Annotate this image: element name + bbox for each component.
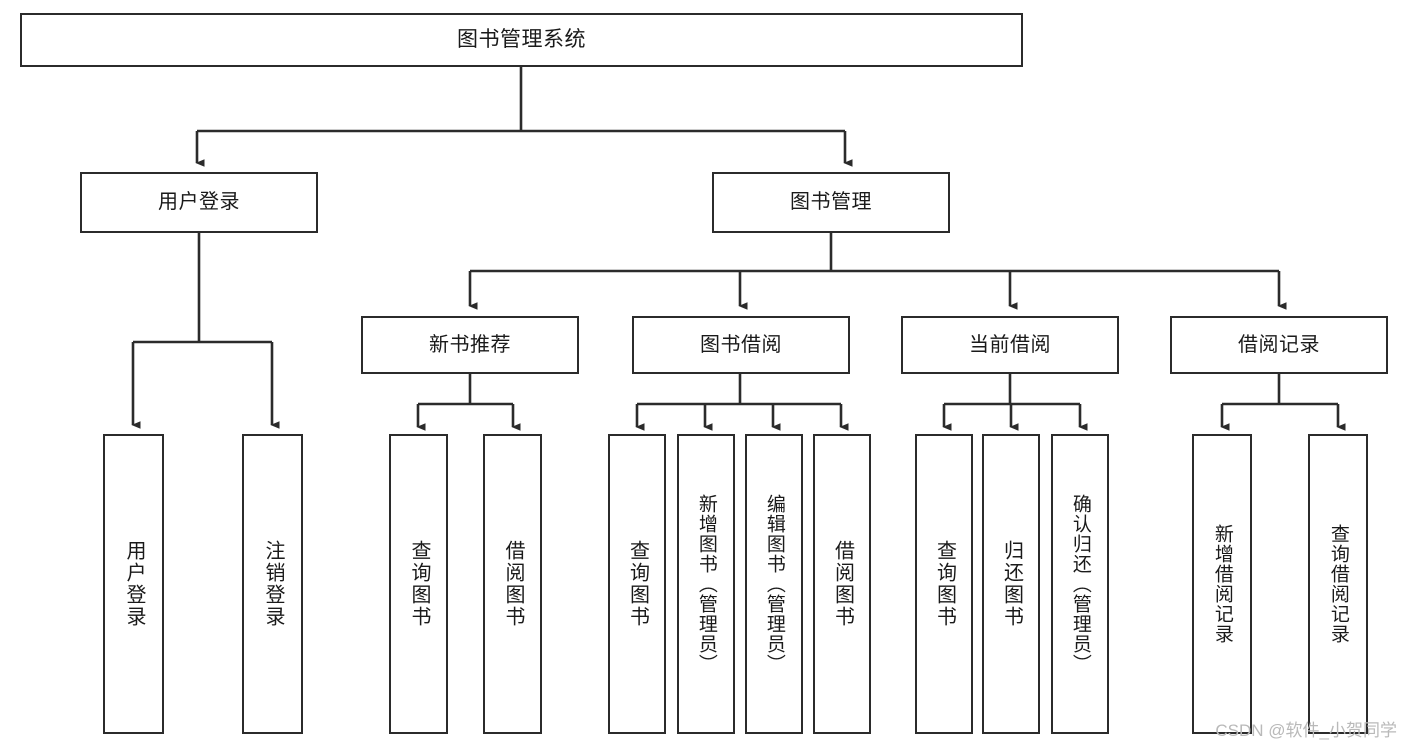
node-leaf-query-book-borrow[interactable]: 查询图书	[608, 434, 666, 734]
node-label: 查询借阅记录	[1327, 524, 1349, 644]
node-book-borrow[interactable]: 图书借阅	[632, 316, 850, 374]
node-label: 图书管理	[790, 191, 872, 214]
node-label: 借阅图书	[502, 540, 524, 628]
node-label: 注销登录	[262, 540, 284, 628]
node-label: 用户登录	[123, 540, 145, 628]
node-label: 查询图书	[626, 540, 649, 628]
node-leaf-borrow-book[interactable]: 借阅图书	[813, 434, 871, 734]
node-label: 当前借阅	[969, 333, 1051, 356]
node-label: 用户登录	[158, 191, 240, 214]
node-leaf-return-book[interactable]: 归还图书	[982, 434, 1040, 734]
node-label: 新增图书（管理员）	[695, 494, 717, 674]
node-borrow-record[interactable]: 借阅记录	[1170, 316, 1388, 374]
node-leaf-edit-book-admin[interactable]: 编辑图书（管理员）	[745, 434, 803, 734]
node-leaf-add-book-admin[interactable]: 新增图书（管理员）	[677, 434, 735, 734]
node-label: 新增借阅记录	[1211, 524, 1233, 644]
node-label: 借阅图书	[831, 540, 854, 628]
node-leaf-query-borrow-record[interactable]: 查询借阅记录	[1308, 434, 1368, 734]
node-leaf-user-login[interactable]: 用户登录	[103, 434, 164, 734]
node-label: 确认归还（管理员）	[1069, 494, 1091, 674]
node-leaf-query-book-current[interactable]: 查询图书	[915, 434, 973, 734]
node-root-system[interactable]: 图书管理系统	[20, 13, 1023, 67]
node-label: 查询图书	[408, 540, 430, 628]
node-leaf-add-borrow-record[interactable]: 新增借阅记录	[1192, 434, 1252, 734]
node-label: 归还图书	[1000, 540, 1023, 628]
node-label: 编辑图书（管理员）	[763, 494, 785, 674]
watermark-text: CSDN @软件_小贺同学	[1215, 721, 1397, 740]
node-leaf-borrow-book-new[interactable]: 借阅图书	[483, 434, 542, 734]
node-label: 新书推荐	[429, 333, 511, 356]
node-current-borrow[interactable]: 当前借阅	[901, 316, 1119, 374]
node-new-book-recommend[interactable]: 新书推荐	[361, 316, 579, 374]
node-label: 借阅记录	[1238, 333, 1320, 356]
node-label: 查询图书	[933, 540, 956, 628]
node-book-management[interactable]: 图书管理	[712, 172, 950, 233]
node-leaf-query-book-new[interactable]: 查询图书	[389, 434, 448, 734]
node-label: 图书管理系统	[457, 28, 586, 52]
node-user-login[interactable]: 用户登录	[80, 172, 318, 233]
node-label: 图书借阅	[700, 333, 782, 356]
node-leaf-confirm-return-admin[interactable]: 确认归还（管理员）	[1051, 434, 1109, 734]
node-leaf-logout[interactable]: 注销登录	[242, 434, 303, 734]
